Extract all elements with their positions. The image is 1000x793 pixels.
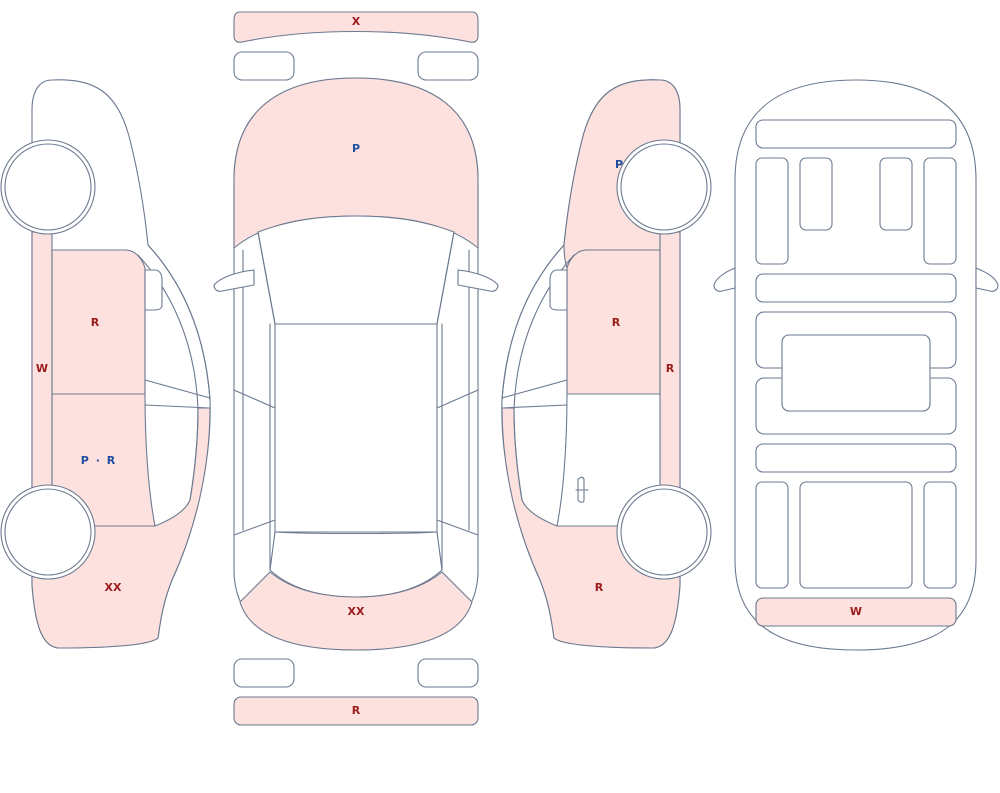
label-hood: P	[352, 142, 360, 155]
label-rear-panel: W	[850, 605, 862, 618]
front-left-light	[233, 51, 295, 81]
label-front-bumper: X	[352, 15, 361, 28]
top-left-pillars	[233, 231, 276, 571]
sunroof-panel	[781, 334, 931, 412]
label-left-sill: W	[36, 362, 48, 375]
label-left-rear-door-r: R	[107, 454, 116, 467]
label-rear-bumper: XX	[348, 605, 365, 618]
label-right-front-door: R	[612, 316, 621, 329]
front-crossmember	[755, 273, 957, 303]
label-right-rear-quarter: R	[595, 581, 604, 594]
front-left-seat	[799, 157, 833, 231]
roof	[274, 323, 438, 533]
underbody-right-mirror	[975, 267, 999, 292]
left-mirror	[144, 269, 163, 311]
right-mirror	[549, 269, 568, 311]
right-rear-wheel	[616, 484, 712, 580]
rear-panel	[755, 597, 957, 627]
top-left-mirror	[213, 269, 255, 292]
windshield	[257, 215, 455, 325]
front-right-pillar-panel	[923, 157, 957, 265]
rear-left-pillar-panel	[755, 481, 789, 589]
left-side-view: W R P · R XX	[0, 79, 211, 649]
left-rear-wheel	[0, 484, 96, 580]
label-right-front-fender: P	[615, 158, 623, 171]
fuel-cap	[575, 476, 589, 503]
rear-bumper	[239, 571, 473, 651]
rear-bumper-strip	[233, 696, 479, 726]
label-right-sill: R	[666, 362, 675, 375]
label-left-rear-door-p: P	[81, 454, 89, 467]
left-window-frame	[137, 244, 211, 501]
front-bumper-strip	[233, 11, 479, 43]
label-left-rear-door: P · R	[81, 454, 116, 467]
label-left-rear-quarter: XX	[105, 581, 122, 594]
right-front-wheel	[616, 139, 712, 235]
top-right-mirror	[457, 269, 499, 292]
front-right-seat	[879, 157, 913, 231]
right-window-frame	[501, 244, 575, 501]
label-left-front-door: R	[91, 316, 100, 329]
right-sill	[659, 231, 681, 489]
rear-right-light	[417, 658, 479, 688]
left-sill	[31, 231, 53, 489]
label-rear-bumper-strip: R	[352, 704, 361, 717]
underbody-view: W	[713, 79, 999, 651]
rear-left-light	[233, 658, 295, 688]
front-right-light	[417, 51, 479, 81]
left-front-wheel	[0, 139, 96, 235]
front-left-pillar-panel	[755, 157, 789, 265]
top-right-pillars	[436, 231, 479, 571]
rear-crossmember	[755, 443, 957, 473]
rear-right-pillar-panel	[923, 481, 957, 589]
top-view: X P XX R	[213, 11, 499, 726]
trunk-floor	[799, 481, 913, 589]
dashboard	[755, 119, 957, 149]
label-left-rear-door-sep: ·	[96, 454, 100, 467]
underbody-left-mirror	[713, 267, 736, 292]
right-side-view: P R R R	[501, 79, 712, 649]
